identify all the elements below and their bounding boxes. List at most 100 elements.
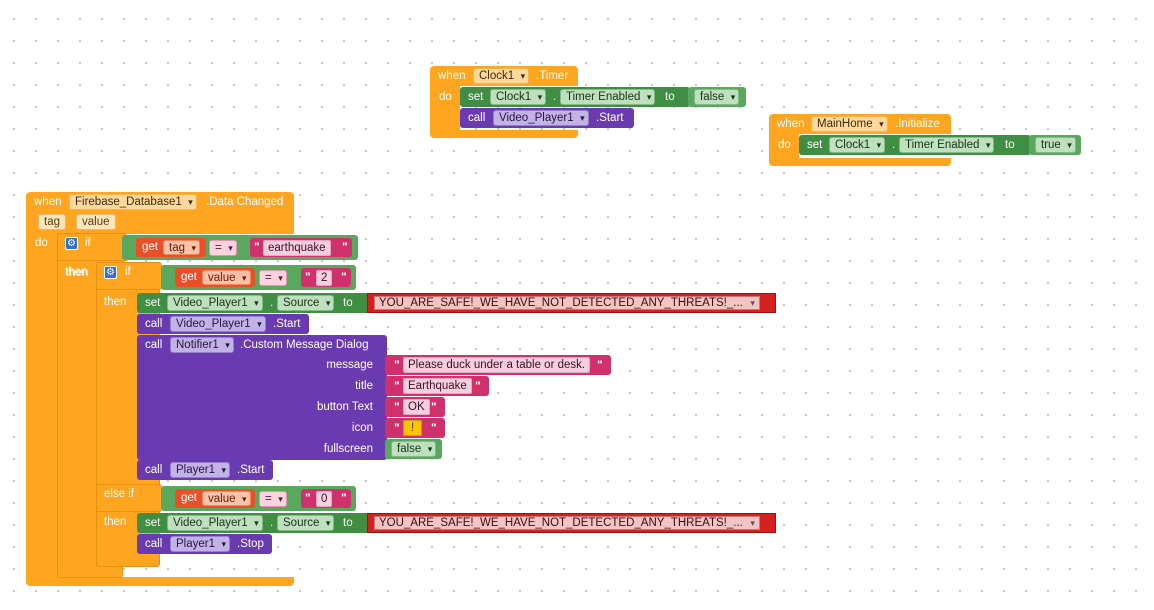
get-tag-block[interactable]: get tag▾ <box>136 238 206 257</box>
triangle-down-icon: ▾ <box>278 273 283 283</box>
source-value-dropdown[interactable]: YOU_ARE_SAFE!_WE_HAVE_NOT_DETECTED_ANY_T… <box>374 516 760 530</box>
operator-dropdown[interactable]: =▾ <box>259 491 287 507</box>
mainhome-initialize-event-block[interactable]: when MainHome▾ .Initialize do <box>769 114 951 167</box>
var-dropdown[interactable]: value▾ <box>202 270 251 285</box>
param-tag[interactable]: tag <box>38 214 66 230</box>
triangle-down-icon: ▾ <box>225 340 230 350</box>
false-logic-block[interactable]: false▾ <box>385 439 442 459</box>
text-value[interactable]: earthquake <box>263 240 331 256</box>
set-clock-timer-enabled-block[interactable]: set Clock1▾ . Timer Enabled▾ to <box>460 87 690 107</box>
triangle-down-icon: ▾ <box>241 273 247 283</box>
init-component-dropdown[interactable]: MainHome▾ <box>811 116 888 132</box>
to-label: to <box>343 297 353 309</box>
call-component-dropdown[interactable]: Player1▾ <box>170 462 230 478</box>
operator-dropdown[interactable]: =▾ <box>209 240 237 256</box>
set-clock-timer-enabled-block[interactable]: set Clock1▾ . Timer Enabled▾ to <box>799 135 1031 155</box>
call-player-start-block[interactable]: call Player1▾ .Start <box>137 460 273 480</box>
text-value[interactable]: ! <box>403 420 423 436</box>
triangle-down-icon: ▾ <box>254 298 259 308</box>
var-dropdown[interactable]: tag▾ <box>163 240 200 255</box>
gear-icon[interactable]: ⚙ <box>104 266 117 279</box>
clock-event-component-dropdown[interactable]: Clock1▾ <box>473 68 530 84</box>
do-label: do <box>778 139 791 151</box>
triangle-down-icon: ▾ <box>985 140 991 150</box>
set-property-dropdown[interactable]: Timer Enabled▾ <box>899 137 995 153</box>
call-player-stop-block[interactable]: call Player1▾ .Stop <box>137 534 272 554</box>
triangle-down-icon: ▾ <box>730 92 736 102</box>
compare-tag-block[interactable]: get tag▾ =▾ " earthquake " <box>122 235 358 260</box>
call-component-dropdown[interactable]: Notifier1▾ <box>170 337 234 353</box>
text-value[interactable]: Earthquake <box>403 378 472 394</box>
call-notifier-dialog-block[interactable]: call Notifier1▾ .Custom Message Dialog m… <box>137 335 387 460</box>
if-label: if <box>85 237 91 249</box>
false-logic-block[interactable]: false▾ <box>688 87 746 107</box>
triangle-down-icon: ▾ <box>537 92 543 102</box>
set-video-source-block[interactable]: set Video_Player1▾ . Source▾ to <box>137 293 371 313</box>
to-label: to <box>1005 139 1015 151</box>
set-property-dropdown[interactable]: Source▾ <box>277 295 335 311</box>
event-left-arm <box>769 134 799 160</box>
get-label: get <box>181 492 197 504</box>
error-text-block-2[interactable]: YOU_ARE_SAFE!_WE_HAVE_NOT_DETECTED_ANY_T… <box>367 513 776 533</box>
quote-close: " <box>475 379 481 393</box>
call-label: call <box>145 339 163 351</box>
boolean-dropdown[interactable]: false▾ <box>694 89 740 105</box>
to-label: to <box>343 517 353 529</box>
call-label: call <box>468 112 486 124</box>
call-method-label: .Start <box>596 112 624 124</box>
call-component-dropdown[interactable]: Video_Player1▾ <box>170 316 266 332</box>
icon-arg-label: icon <box>351 422 373 434</box>
set-component-dropdown[interactable]: Clock1▾ <box>829 137 886 153</box>
firebase-data-changed-event-block[interactable]: when Firebase_Database1▾ .Data Changed t… <box>26 192 296 587</box>
text-value[interactable]: 0 <box>316 491 333 507</box>
set-property-dropdown[interactable]: Source▾ <box>277 515 335 531</box>
var-dropdown[interactable]: value▾ <box>202 491 251 506</box>
call-video-start-block[interactable]: call Video_Player1▾ .Start <box>137 314 309 334</box>
boolean-dropdown[interactable]: true▾ <box>1035 137 1076 153</box>
true-logic-block[interactable]: true▾ <box>1029 135 1081 155</box>
dot-label: . <box>553 91 557 103</box>
text-ok-block[interactable]: " OK " <box>385 397 445 417</box>
get-value-block[interactable]: get value▾ <box>175 489 255 508</box>
call-method-label: .Stop <box>237 538 264 550</box>
call-video-player-start-block[interactable]: call Video_Player1▾ .Start <box>460 108 634 128</box>
call-component-dropdown[interactable]: Video_Player1▾ <box>493 110 589 126</box>
operator-dropdown[interactable]: =▾ <box>259 270 287 286</box>
triangle-down-icon: ▾ <box>188 197 193 207</box>
event-left-arm <box>26 234 58 578</box>
text-message-block[interactable]: " Please duck under a table or desk. " <box>385 355 611 375</box>
dot-label: . <box>892 139 896 151</box>
call-component-dropdown[interactable]: Player1▾ <box>170 536 230 552</box>
set-component-dropdown[interactable]: Clock1▾ <box>490 89 547 105</box>
text-value[interactable]: OK <box>403 399 430 415</box>
set-component-dropdown[interactable]: Video_Player1▾ <box>167 515 263 531</box>
text-value[interactable]: Please duck under a table or desk. <box>403 357 591 373</box>
text-icon-block[interactable]: " ! " <box>385 418 445 438</box>
db-component-dropdown[interactable]: Firebase_Database1▾ <box>69 194 197 210</box>
text-earthquake-block[interactable]: " earthquake " <box>250 238 352 257</box>
source-value-dropdown[interactable]: YOU_ARE_SAFE!_WE_HAVE_NOT_DETECTED_ANY_T… <box>374 296 760 310</box>
text-0-block[interactable]: " 0 " <box>301 489 351 508</box>
set-component-dropdown[interactable]: Video_Player1▾ <box>167 295 263 311</box>
compare-value-2-block[interactable]: get value▾ =▾ " 2 " <box>161 265 356 290</box>
text-title-block[interactable]: " Earthquake " <box>385 376 489 396</box>
error-text-block[interactable]: YOU_ARE_SAFE!_WE_HAVE_NOT_DETECTED_ANY_T… <box>367 293 776 313</box>
when-label: when <box>777 118 805 130</box>
get-value-block[interactable]: get value▾ <box>175 268 255 287</box>
set-video-source-block-2[interactable]: set Video_Player1▾ . Source▾ to <box>137 513 371 533</box>
call-method-label: .Start <box>273 318 301 330</box>
quote-close: " <box>341 491 347 505</box>
text-value[interactable]: 2 <box>316 270 333 286</box>
set-property-dropdown[interactable]: Timer Enabled▾ <box>560 89 656 105</box>
gear-icon[interactable]: ⚙ <box>65 237 78 250</box>
quote-open: " <box>305 270 311 284</box>
boolean-dropdown[interactable]: false▾ <box>391 441 437 457</box>
triangle-down-icon: ▾ <box>876 140 882 150</box>
param-value[interactable]: value <box>76 214 116 230</box>
text-2-block[interactable]: " 2 " <box>301 268 351 287</box>
quote-open: " <box>394 358 400 372</box>
clock-timer-event-block[interactable]: when Clock1▾ .Timer do <box>430 66 578 139</box>
compare-value-0-block[interactable]: get value▾ =▾ " 0 " <box>161 486 356 511</box>
set-label: set <box>145 297 161 309</box>
